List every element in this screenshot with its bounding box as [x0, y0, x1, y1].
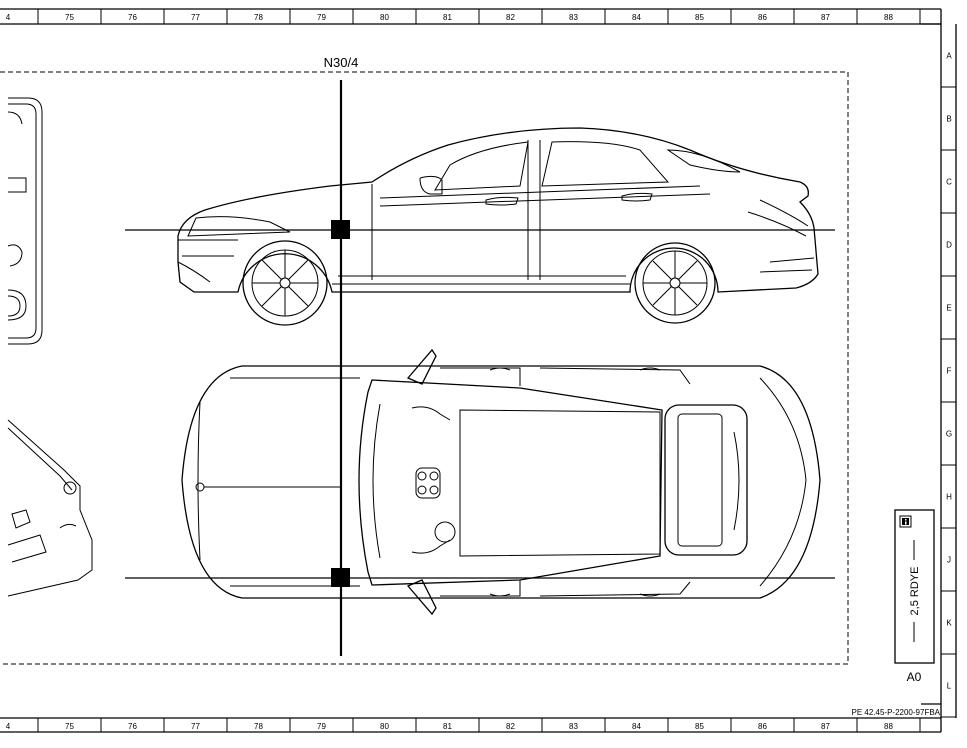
- column-labels-top: 4 75 76 77 78 79 80 81 82 83 84 85 86 87 88: [6, 13, 894, 22]
- column-label: 85: [695, 722, 704, 731]
- row-label: E: [946, 304, 951, 313]
- column-label: 84: [632, 13, 641, 22]
- wire-label: 2,5 RDYE: [909, 567, 921, 616]
- row-grid-ticks: [941, 86, 956, 718]
- column-label: 79: [317, 722, 326, 731]
- column-label: 4: [6, 13, 11, 22]
- row-label: F: [947, 367, 952, 376]
- column-label: 82: [506, 13, 515, 22]
- column-label: 77: [191, 722, 200, 731]
- column-grid-ticks: [37, 9, 921, 732]
- column-label: 83: [569, 13, 578, 22]
- column-label: 87: [821, 722, 830, 731]
- column-label: 80: [380, 13, 389, 22]
- column-label: 84: [632, 722, 641, 731]
- wire-info-box: 2,5 RDYE: [894, 509, 935, 664]
- row-label: G: [946, 430, 952, 439]
- row-label: C: [946, 178, 952, 187]
- ground-label: A0: [907, 670, 922, 684]
- document-reference: PE 42.45-P-2200-97FBA: [852, 708, 941, 717]
- vehicle-top-view: [181, 348, 821, 616]
- column-labels-bottom: 4 75 76 77 78 79 80 81 82 83 84 85 86 87 88: [6, 722, 894, 731]
- adjacent-component-cutaway: [7, 97, 93, 597]
- column-label: 76: [128, 13, 137, 22]
- sheet-frame: [0, 8, 957, 733]
- column-label: 81: [443, 13, 452, 22]
- column-label: 76: [128, 722, 137, 731]
- column-label: 75: [65, 722, 74, 731]
- column-label: 88: [884, 13, 893, 22]
- row-labels: A B C D E F G H J K L: [946, 52, 952, 691]
- column-label: 75: [65, 13, 74, 22]
- column-label: 80: [380, 722, 389, 731]
- vehicle-side-view: [177, 127, 819, 326]
- marker-square-top: [331, 568, 350, 587]
- column-label: 79: [317, 13, 326, 22]
- info-icon[interactable]: [899, 515, 912, 528]
- column-label: 81: [443, 722, 452, 731]
- column-label: 77: [191, 13, 200, 22]
- row-label: A: [946, 52, 952, 61]
- row-label: K: [946, 619, 952, 628]
- row-label: D: [946, 241, 952, 250]
- column-label: 88: [884, 722, 893, 731]
- row-label: B: [946, 115, 951, 124]
- column-label: 82: [506, 722, 515, 731]
- row-label: L: [947, 682, 952, 691]
- column-label: 87: [821, 13, 830, 22]
- component-location-marker: [125, 80, 835, 656]
- component-label[interactable]: N30/4: [324, 55, 359, 70]
- marker-square-side: [331, 220, 350, 239]
- column-label: 78: [254, 13, 263, 22]
- column-label: 86: [758, 13, 767, 22]
- column-label: 78: [254, 722, 263, 731]
- column-label: 85: [695, 13, 704, 22]
- column-label: 4: [6, 722, 11, 731]
- column-label: 83: [569, 722, 578, 731]
- row-label: J: [947, 556, 951, 565]
- component-location-outline: [0, 71, 849, 665]
- row-label: H: [946, 493, 952, 502]
- column-label: 86: [758, 722, 767, 731]
